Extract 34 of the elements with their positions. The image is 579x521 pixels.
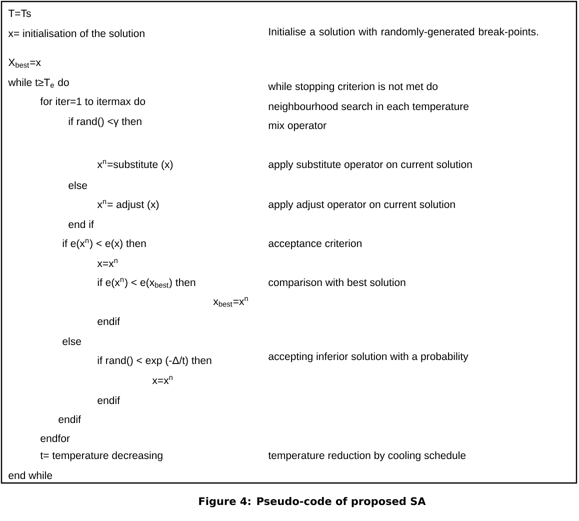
comment-text: temperature reduction by cooling schedule <box>268 451 466 462</box>
comment-text: comparison with best solution <box>268 278 406 288</box>
code-line: T=Ts <box>8 10 31 18</box>
code-line: for iter=1 to itermax do <box>40 97 146 106</box>
code-line: if e(x$^{n}$) < e(x$_{best}$) then <box>98 278 196 288</box>
code-line: end if <box>68 220 94 228</box>
code-line: while t≥T$_{e}$ do <box>8 78 69 88</box>
code-line: if rand() <γ then <box>68 117 142 128</box>
code-line: x=x$^{n}$ <box>97 259 118 267</box>
code-line: else <box>62 337 81 346</box>
code-line: endif <box>98 396 120 404</box>
code-line: if e(x$^{n}$) < e(x) then <box>62 239 146 250</box>
comment-text: neighbourhood search in each temperature <box>268 102 468 112</box>
comment-text: mix operator <box>268 121 326 132</box>
comment-text: Initialise a solution with randomly-generated break-points. <box>269 28 538 38</box>
code-line: x= initialisation of the solution <box>8 29 144 38</box>
comment-text: accepting inferior solution with a probability <box>268 352 468 362</box>
code-line: t= temperature decreasing <box>40 451 162 462</box>
code-line: x$^{n}$= adjust (x) <box>97 200 159 210</box>
code-line: X$_{best}$=x <box>8 58 41 68</box>
figure-caption: Figure 4: Pseudo-code of proposed SA <box>199 497 426 508</box>
comment-text: apply adjust operator on current solution <box>268 200 455 210</box>
code-line: x=x$^{n}$ <box>152 376 172 384</box>
code-line: endif <box>58 415 81 424</box>
code-line: if rand() < exp (-Δ/t) then <box>98 356 212 366</box>
code-line: x$^{n}$=substitute (x) <box>97 160 173 170</box>
code-line: endfor <box>40 434 70 442</box>
comment-text: while stopping criterion is not met do <box>268 82 438 92</box>
comment-text: apply substitute operator on current solution <box>268 160 472 170</box>
code-line: x$_{best}$=x$^{n}$ <box>213 297 248 307</box>
code-line: else <box>68 181 87 190</box>
comment-text: acceptance criterion <box>268 239 362 250</box>
code-line: end while <box>8 471 52 480</box>
code-line: endif <box>98 317 120 326</box>
